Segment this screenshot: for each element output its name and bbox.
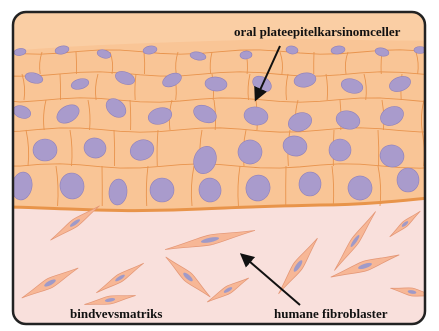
label-cancer-cells: oral plateepitelkarsinomceller	[234, 24, 401, 39]
cell-wall	[6, 52, 8, 74]
label-connective-matrix: bindvevsmatriks	[70, 306, 162, 321]
cell-wall	[76, 52, 77, 74]
cell-nucleus	[397, 168, 419, 192]
cell-nucleus	[33, 139, 57, 161]
cell-nucleus	[150, 178, 174, 202]
label-fibroblasts: humane fibroblaster	[274, 306, 388, 321]
cell-nucleus	[329, 139, 351, 161]
